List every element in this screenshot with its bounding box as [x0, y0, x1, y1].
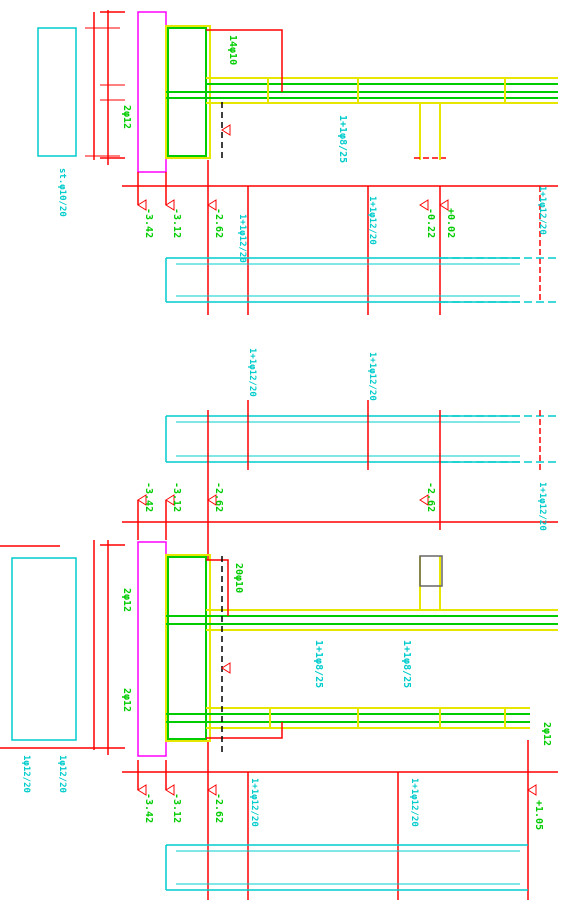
top-mesh-b1: 1+1φ12/20	[247, 348, 257, 397]
footing-outline-bottom	[11, 557, 77, 741]
stirrup-label: 1+1φ8/25	[337, 115, 348, 163]
level-b-u1: -3.42	[143, 482, 154, 512]
footing-outline-top	[37, 27, 77, 157]
level-b-u4: -2.62	[425, 482, 436, 512]
bottom-mesh-3: 1+1φ12/20	[537, 186, 547, 235]
level-b-u3: -2.62	[213, 482, 224, 512]
stirrup-side-label: st.φ10/20	[57, 168, 67, 217]
level-b-l1: -3.42	[143, 793, 154, 823]
level-1: -3.42	[143, 208, 154, 238]
top-bar-b3: 2φ12	[541, 722, 552, 746]
bottom-mesh-2: 1+1φ12/20	[367, 196, 377, 245]
bottom-mesh-b1: 1+1φ12/20	[249, 778, 259, 827]
beam-outline-bottom	[137, 541, 167, 757]
beam-outline-top	[137, 11, 167, 173]
level-b-l2: -3.12	[171, 793, 182, 823]
column-bar-label-b: 20φ10	[233, 563, 244, 593]
level-5: +0.02	[445, 208, 456, 238]
top-bar-label: 2φ12	[121, 105, 132, 129]
stirrup-label-b1: 1+1φ8/25	[313, 640, 324, 688]
level-4: -0.22	[425, 208, 436, 238]
stirrup-label-b2: 1+1φ8/25	[401, 640, 412, 688]
top-mesh-b2: 1+1φ12/20	[367, 352, 377, 401]
level-3: -2.62	[213, 208, 224, 238]
top-mesh-b3: 1+1φ12/20	[537, 482, 547, 531]
top-bar-b1: 2φ12	[121, 588, 132, 612]
left-bar-b2: 1φ12/20	[57, 755, 67, 793]
left-bar-b1: 1φ12/20	[21, 755, 31, 793]
level-2: -3.12	[171, 208, 182, 238]
level-b-l4: +1.05	[533, 800, 544, 830]
bottom-mesh-b2: 1+1φ12/20	[409, 778, 419, 827]
column-bar-label: 14φ10	[227, 35, 238, 65]
level-b-l3: -2.62	[213, 793, 224, 823]
bottom-section: 20φ10 1+1φ8/25 1+1φ8/25 2φ12 2φ12 2φ12 1…	[0, 348, 558, 900]
top-bar-b2: 2φ12	[121, 688, 132, 712]
bottom-mesh-1: 1+1φ12/20	[237, 214, 247, 263]
top-section: 14φ10 1+1φ8/25 2φ12 st.φ10/20 1+1φ12/20 …	[37, 10, 558, 315]
level-b-u2: -3.12	[171, 482, 182, 512]
